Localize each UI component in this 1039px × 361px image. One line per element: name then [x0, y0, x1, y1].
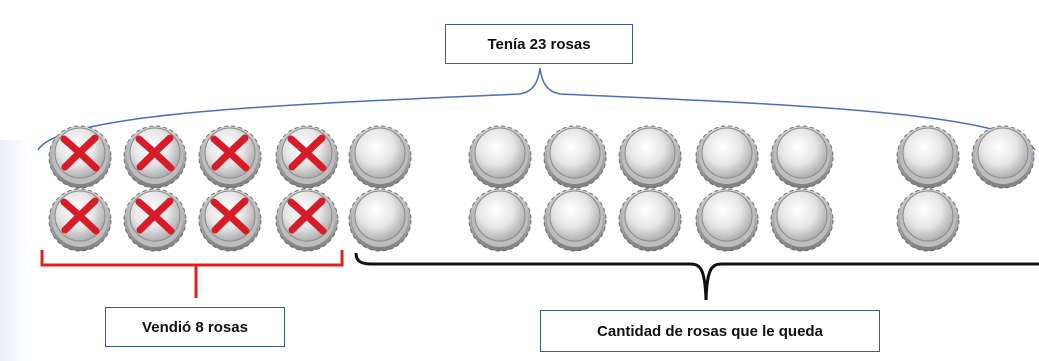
total-roses-label: Tenía 23 rosas	[445, 24, 633, 64]
bottle-cap-icon	[770, 125, 834, 189]
bottle-cap-icon	[348, 125, 412, 189]
remaining-caps-row-1	[348, 125, 1035, 189]
bottle-cap-icon	[618, 125, 682, 189]
sold-caps-row-1	[48, 125, 339, 189]
bottle-cap-icon	[468, 125, 532, 189]
remaining-bracket	[354, 252, 1039, 301]
bottle-cap-icon	[468, 188, 532, 252]
bottle-cap-icon	[770, 188, 834, 252]
bottle-cap-icon	[543, 125, 607, 189]
sold-caps-row-2	[48, 188, 339, 252]
bottle-cap-icon	[896, 125, 960, 189]
bottle-cap-icon	[618, 188, 682, 252]
remaining-caps-row-2	[348, 188, 960, 252]
sold-roses-label: Vendió 8 rosas	[105, 307, 285, 347]
total-brace	[37, 67, 1036, 151]
bottle-cap-icon	[971, 125, 1035, 189]
left-edge-shading	[0, 140, 30, 361]
bottle-cap-icon	[543, 188, 607, 252]
sold-bracket	[40, 250, 344, 298]
bottle-cap-icon	[695, 188, 759, 252]
remaining-roses-label: Cantidad de rosas que le queda	[540, 310, 880, 352]
bottle-cap-icon	[896, 188, 960, 252]
bottle-cap-icon	[348, 188, 412, 252]
bottle-cap-icon	[695, 125, 759, 189]
